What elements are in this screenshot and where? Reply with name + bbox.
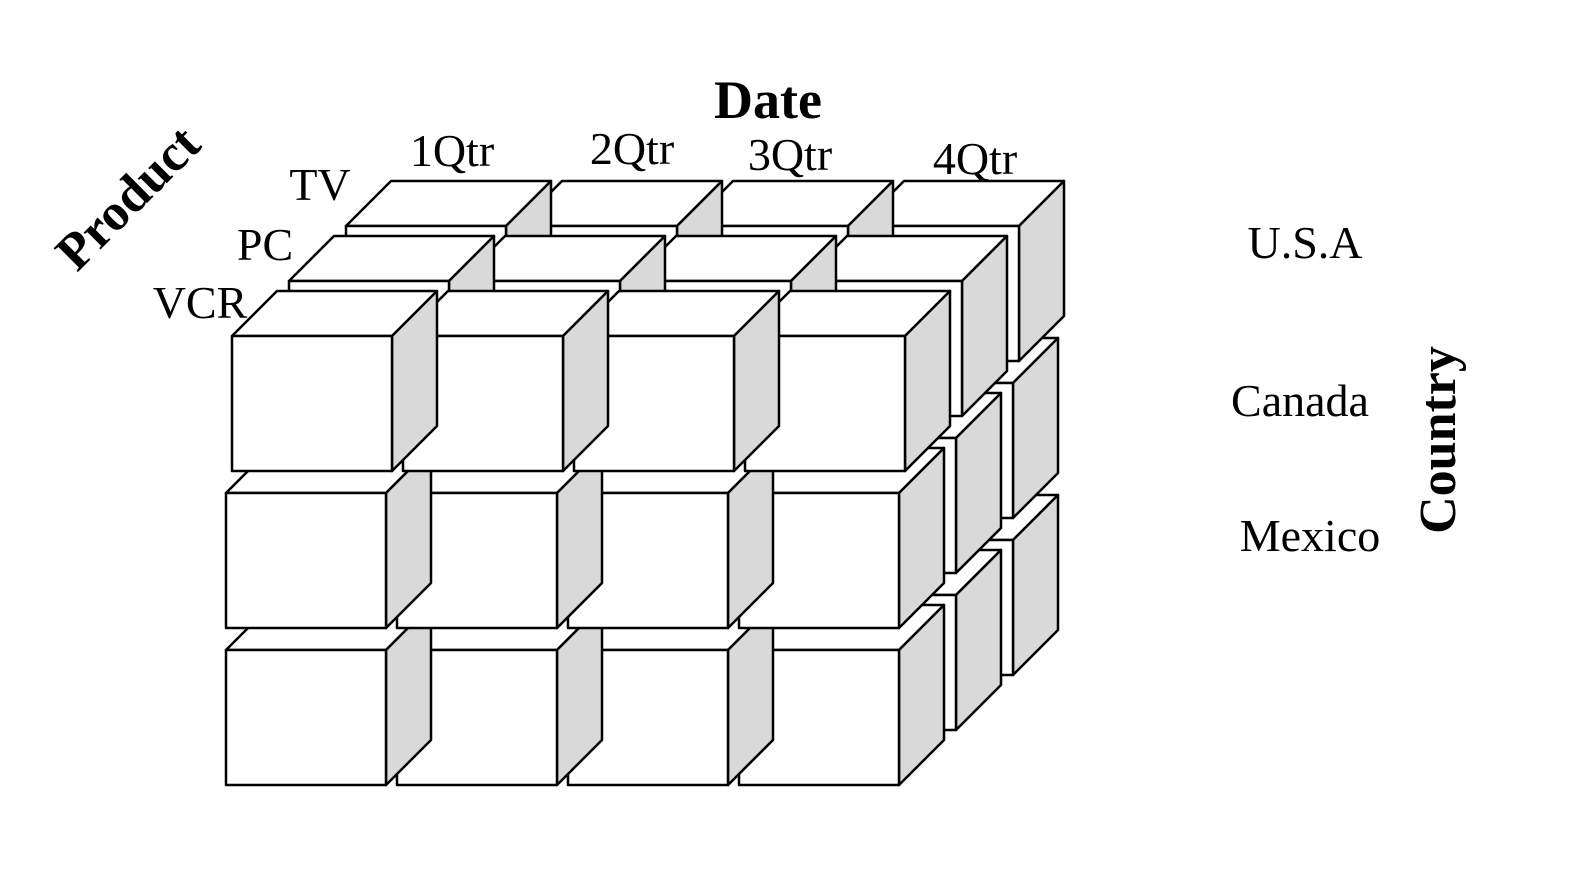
product-member-vcr: VCR [153,277,248,328]
date-member-2qtr: 2Qtr [590,123,674,174]
cube-cell [566,603,775,787]
cube-cell [572,289,781,473]
cell-front-face [224,491,388,630]
cube-cells [224,179,1066,787]
cube-cell [230,289,439,473]
cell-front-face [230,334,394,473]
date-member-3qtr: 3Qtr [748,129,832,180]
date-member-4qtr: 4Qtr [933,133,1017,184]
cell-front-face [224,648,388,787]
product-axis-title: Product [45,115,212,282]
country-member-canada: Canada [1231,375,1369,426]
cube-cell [401,289,610,473]
product-member-pc: PC [237,219,293,270]
country-member-mexico: Mexico [1240,510,1381,561]
cube-cell [743,289,952,473]
date-axis-title: Date [714,70,822,130]
cube-cell [224,603,433,787]
country-member-usa: U.S.A [1247,217,1362,268]
country-axis-title: Country [1410,346,1467,534]
date-member-1qtr: 1Qtr [410,125,494,176]
cube-cell [224,446,433,630]
product-member-tv: TV [289,159,350,210]
